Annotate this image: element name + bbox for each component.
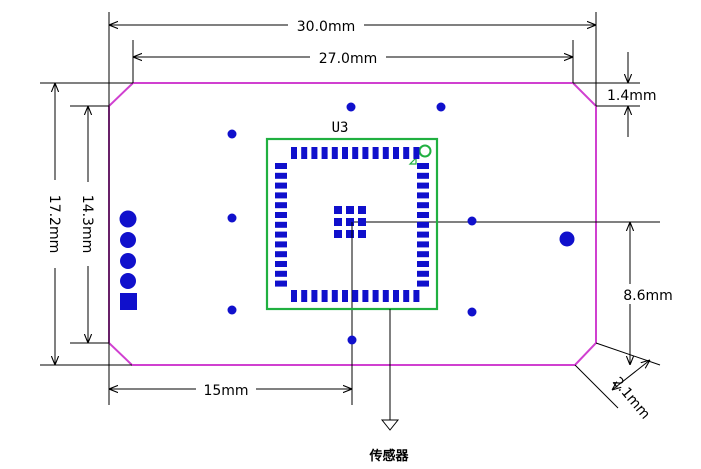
pad-top xyxy=(362,147,369,159)
dim-overall-height: 17.2mm xyxy=(46,195,62,253)
pad-bottom xyxy=(393,290,399,302)
pad-left xyxy=(275,192,287,199)
pad-left xyxy=(275,172,287,179)
pad-left xyxy=(275,241,287,248)
qfn-pads xyxy=(275,147,429,302)
pad-right xyxy=(417,202,429,209)
pad-right xyxy=(417,192,429,199)
pad-bottom xyxy=(321,290,328,302)
dim-inner-height: 14.3mm xyxy=(79,195,95,253)
pad-left xyxy=(275,270,287,277)
pad-top xyxy=(393,147,399,159)
component-designator: U3 xyxy=(332,120,349,136)
component-outline xyxy=(265,137,439,311)
thermal-pad xyxy=(358,230,366,238)
thermal-pad xyxy=(346,218,354,226)
pad-left xyxy=(275,163,287,169)
dim-chamfer: 2.1mm xyxy=(609,374,653,422)
pad-bottom xyxy=(362,290,369,302)
thermal-pad xyxy=(334,230,342,238)
pad-left xyxy=(275,251,287,258)
pad-left xyxy=(275,221,287,228)
pad-bottom xyxy=(291,290,297,302)
sensor-leader xyxy=(380,309,400,431)
pad-left xyxy=(275,202,287,209)
orientation-marker xyxy=(408,156,417,165)
pad-right xyxy=(417,280,429,287)
pad-top xyxy=(321,147,328,159)
pad-top xyxy=(413,147,420,159)
pad-right xyxy=(417,172,429,179)
connector-pins xyxy=(119,210,137,310)
pad-bottom xyxy=(403,290,410,302)
thermal-pad xyxy=(346,230,354,238)
thermal-pad xyxy=(358,206,366,214)
pad-bottom xyxy=(372,290,379,302)
pad-bottom xyxy=(382,290,389,302)
pad-top xyxy=(382,147,389,159)
vias xyxy=(227,102,575,345)
pad-top xyxy=(291,147,297,159)
pad-bottom xyxy=(311,290,318,302)
pad-right xyxy=(417,270,429,277)
pad-bottom xyxy=(413,290,420,302)
pad-right xyxy=(417,212,429,218)
pad-right xyxy=(417,182,429,189)
thermal-pad xyxy=(346,206,354,214)
sensor-label: 传感器 xyxy=(368,448,409,464)
pad-left xyxy=(275,280,287,287)
pad-bottom xyxy=(301,290,308,302)
pad-right xyxy=(417,231,429,238)
dim-sensor-offset-x: 15mm xyxy=(203,383,248,399)
pad-right xyxy=(417,241,429,248)
pad-bottom xyxy=(342,290,348,302)
pad-bottom xyxy=(331,290,338,302)
pad-top xyxy=(403,147,410,159)
pad-top xyxy=(311,147,318,159)
pin1-marker xyxy=(418,144,432,158)
pad-left xyxy=(275,182,287,189)
pad-left xyxy=(275,231,287,238)
pad-right xyxy=(417,163,429,169)
dim-corner-offset: 1.4mm xyxy=(607,88,657,104)
pad-left xyxy=(275,261,287,267)
pad-top xyxy=(301,147,308,159)
pad-top xyxy=(352,147,359,159)
pad-bottom xyxy=(352,290,359,302)
pad-top xyxy=(331,147,338,159)
pad-top xyxy=(372,147,379,159)
thermal-pad xyxy=(334,218,342,226)
dim-sensor-offset-y: 8.6mm xyxy=(623,288,673,304)
pad-right xyxy=(417,221,429,228)
thermal-pad xyxy=(334,206,342,214)
pad-left xyxy=(275,212,287,218)
pad-top xyxy=(342,147,348,159)
pad-right xyxy=(417,261,429,267)
pad-right xyxy=(417,251,429,258)
dim-inner-width: 27.0mm xyxy=(319,51,377,67)
dim-overall-width: 30.0mm xyxy=(297,19,355,35)
thermal-pad xyxy=(358,218,366,226)
